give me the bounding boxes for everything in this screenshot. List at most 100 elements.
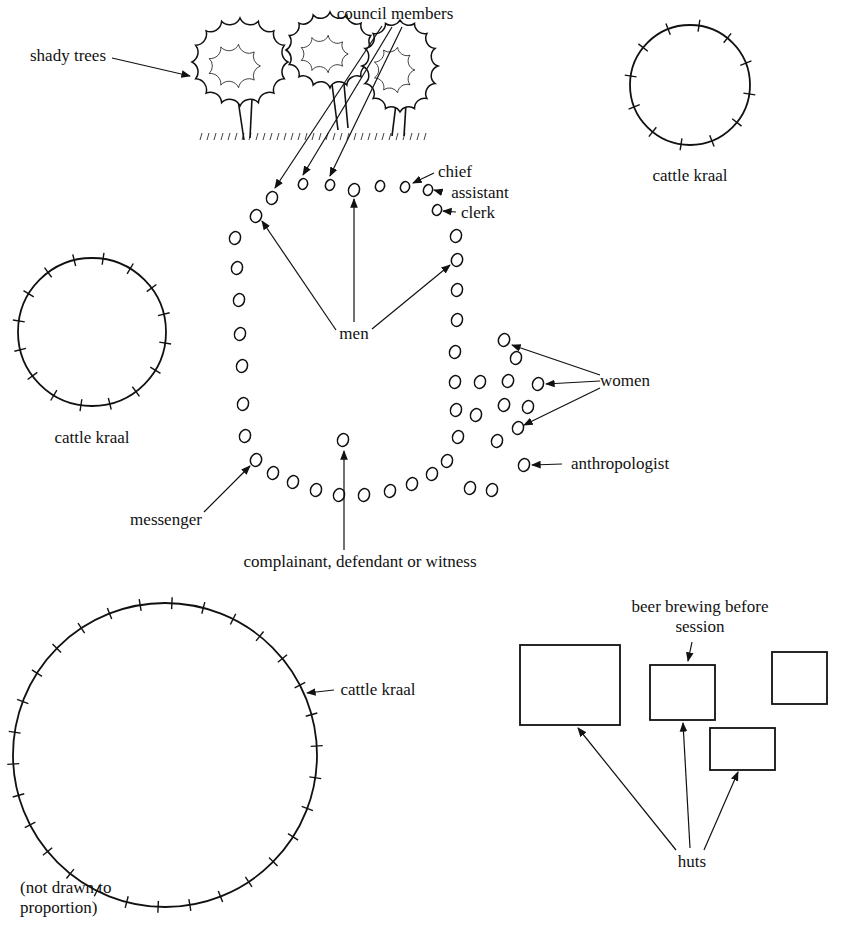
fence-post [28, 372, 38, 379]
grass-stroke [270, 133, 272, 140]
leader-arrows [112, 26, 738, 850]
grass-stroke [424, 133, 426, 140]
person-oval [309, 482, 324, 498]
fence-post [17, 699, 28, 703]
leader-arrow [683, 723, 690, 848]
leader-arrow [307, 690, 334, 693]
leader-arrow [343, 451, 344, 550]
person-oval [469, 407, 484, 423]
person-oval [511, 420, 526, 436]
cattle-kraals [7, 20, 755, 913]
figure-label: council members [337, 4, 454, 24]
person-oval [405, 476, 420, 492]
fence-post [150, 367, 160, 373]
fence-post [189, 899, 191, 911]
grass-stroke [277, 133, 279, 140]
fence-post [698, 20, 700, 32]
grass-stroke [291, 133, 293, 140]
person-oval [265, 190, 280, 206]
person-oval [374, 179, 386, 192]
tree-crown-detail [301, 35, 348, 72]
person-oval [450, 252, 465, 268]
tree-trunk [238, 100, 244, 140]
figure-label: cattle kraal [340, 680, 415, 700]
tree-crown-detail [209, 44, 260, 87]
person-oval [440, 453, 455, 469]
kraal-fence [18, 258, 166, 406]
leader-arrow [330, 27, 402, 176]
person-oval [336, 432, 351, 448]
fence-post [649, 127, 656, 136]
tree-trunk [332, 84, 338, 130]
person-oval [521, 399, 536, 415]
fence-post [245, 877, 252, 887]
person-oval [531, 376, 546, 392]
person-oval [228, 230, 243, 246]
fence-post [288, 834, 298, 840]
grass-stroke [354, 133, 356, 140]
figure-label: cattle kraal [652, 166, 727, 186]
person-oval [238, 428, 253, 444]
hut [520, 645, 620, 725]
person-oval [286, 474, 301, 490]
grass-stroke [417, 133, 419, 140]
grass-stroke [242, 133, 244, 140]
fence-post [157, 901, 159, 913]
grass-stroke [340, 133, 342, 140]
figure-label: cattle kraal [54, 428, 129, 448]
fence-post [158, 313, 170, 316]
fence-post [218, 891, 222, 902]
tree-trunk [392, 104, 396, 136]
fence-post [269, 858, 278, 866]
leader-arrow [524, 388, 600, 425]
fence-post [302, 806, 313, 810]
person-oval [422, 183, 434, 196]
fence-post [23, 291, 33, 297]
leader-arrow [704, 772, 738, 850]
grass-stroke [249, 133, 251, 140]
leader-arrow [275, 26, 382, 188]
person-oval [449, 402, 464, 418]
fence-post [724, 33, 731, 42]
fence-post [14, 348, 26, 351]
leader-arrow [578, 728, 676, 850]
hut [650, 665, 715, 720]
tree-crown-detail [374, 47, 415, 92]
fence-post [743, 93, 755, 95]
leader-arrow [413, 173, 434, 183]
fence-post [66, 869, 73, 878]
fence-post [43, 848, 52, 856]
figure-label: shady trees [30, 46, 106, 66]
figure-label: assistant [451, 183, 509, 203]
grass-stroke [221, 133, 223, 140]
people-seats [228, 177, 546, 503]
fence-post [107, 608, 111, 619]
grass-stroke [200, 133, 202, 140]
figure-label: beer brewing before session [620, 597, 780, 636]
person-oval [383, 483, 398, 499]
fence-post [32, 670, 42, 676]
leader-arrow [443, 211, 456, 212]
grass-stroke [368, 133, 370, 140]
fence-post [13, 794, 25, 797]
tree-trunk [404, 104, 406, 136]
fence-post [9, 731, 21, 733]
person-oval [450, 282, 465, 298]
fence-post [666, 24, 670, 35]
person-oval [249, 208, 264, 224]
fence-post [625, 75, 637, 77]
fence-post [710, 135, 714, 146]
leader-arrow [372, 265, 450, 329]
leader-arrow [262, 221, 336, 330]
person-oval [448, 344, 463, 360]
fence-post [45, 268, 52, 278]
tree-crown [286, 12, 374, 88]
fence-post [52, 644, 61, 652]
figure-label: clerk [461, 203, 495, 223]
person-oval [485, 482, 500, 498]
person-oval [451, 429, 466, 445]
grass-stroke [396, 133, 398, 140]
fence-post [78, 623, 85, 633]
